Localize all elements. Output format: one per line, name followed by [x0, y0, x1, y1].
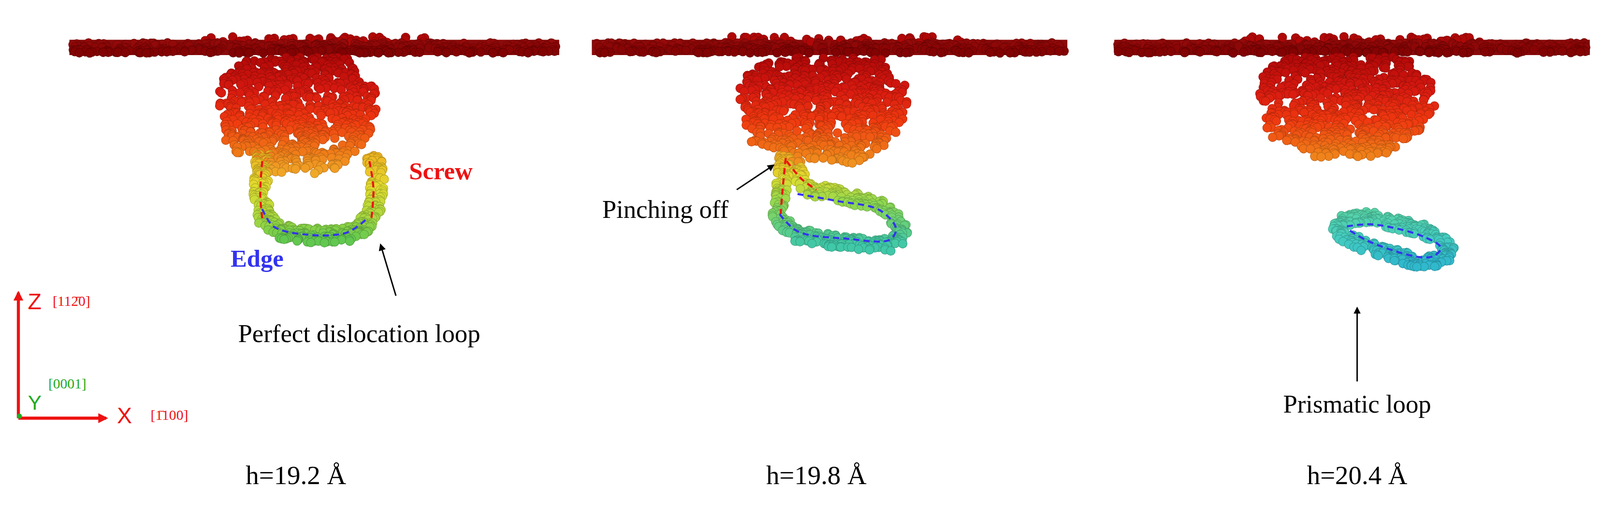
- atom: [1195, 47, 1205, 57]
- atom: [1228, 48, 1238, 58]
- atom: [681, 45, 691, 55]
- atom: [538, 47, 548, 57]
- atom: [780, 47, 790, 57]
- atom: [1280, 68, 1290, 77]
- atom: [244, 48, 253, 58]
- atom: [639, 47, 648, 57]
- atom: [729, 47, 739, 57]
- atom: [465, 48, 474, 58]
- atom: [831, 48, 841, 58]
- atom: [670, 46, 680, 56]
- atom: [1278, 32, 1287, 42]
- atom: [1512, 48, 1522, 58]
- atom: [441, 48, 451, 58]
- atom: [383, 48, 393, 58]
- atom: [901, 48, 911, 58]
- atom: [451, 47, 461, 57]
- atom: [1005, 48, 1015, 58]
- atom: [995, 48, 1005, 58]
- atom: [74, 48, 84, 58]
- atom: [1319, 46, 1329, 56]
- atom: [702, 48, 712, 58]
- atom: [1256, 48, 1266, 58]
- atom: [120, 48, 130, 58]
- atom: [936, 48, 946, 58]
- atom: [1124, 48, 1134, 58]
- atom: [1046, 46, 1055, 56]
- atom: [1025, 47, 1034, 57]
- atom: [1434, 48, 1443, 58]
- atom: [1155, 47, 1164, 57]
- atom: [415, 47, 424, 57]
- atom: [433, 47, 442, 57]
- atom: [694, 48, 703, 58]
- atom: [1529, 45, 1539, 55]
- atom: [714, 47, 724, 57]
- atom: [1402, 47, 1412, 57]
- atom: [1566, 48, 1576, 58]
- atom: [772, 48, 782, 58]
- atom: [1267, 46, 1277, 56]
- atom: [1166, 47, 1176, 57]
- atom: [985, 47, 995, 57]
- atom: [1557, 46, 1567, 56]
- atom: [599, 48, 609, 58]
- atom: [142, 48, 151, 58]
- atom: [374, 48, 383, 58]
- atom: [1143, 48, 1153, 58]
- atom: [234, 48, 244, 58]
- atom: [488, 48, 498, 58]
- atom: [617, 45, 626, 55]
- atom: [1424, 48, 1434, 58]
- atom: [1539, 47, 1548, 57]
- atom: [180, 47, 190, 57]
- atom: [1415, 47, 1425, 57]
- atom: [757, 47, 767, 57]
- atom: [476, 47, 485, 57]
- atom: [85, 48, 94, 58]
- atom: [745, 48, 755, 58]
- atom: [625, 47, 635, 57]
- atom: [98, 47, 108, 57]
- atom: [651, 48, 661, 58]
- atom: [1480, 47, 1490, 57]
- atom: [1054, 46, 1064, 56]
- atom: [523, 48, 533, 58]
- atom: [1239, 47, 1249, 57]
- atom-layer: [68, 32, 1591, 272]
- atom: [1179, 48, 1189, 58]
- atom: [964, 48, 974, 58]
- atom: [1442, 48, 1452, 58]
- atom: [1575, 47, 1585, 57]
- atom: [804, 48, 814, 58]
- atom: [205, 48, 215, 58]
- atom: [1458, 48, 1468, 58]
- scaled-layer: [16, 32, 1591, 420]
- atom: [162, 47, 172, 57]
- atom: [498, 48, 508, 58]
- atom: [259, 48, 268, 58]
- atom: [1114, 47, 1123, 57]
- atom: [355, 48, 364, 58]
- atom: [1212, 47, 1222, 57]
